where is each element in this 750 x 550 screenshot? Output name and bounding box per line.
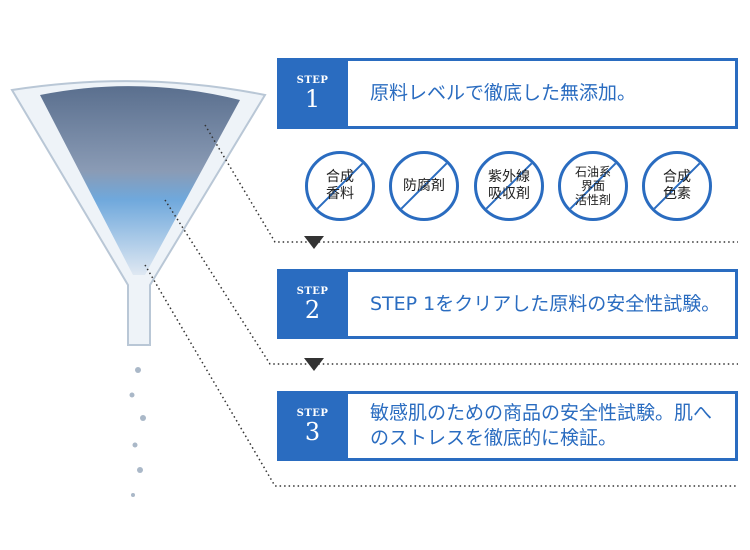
- step-number: 2: [304, 295, 321, 324]
- badge-text: 石油系 界面 活性剤: [574, 165, 611, 207]
- free-of-badge: 合成 香料: [305, 151, 375, 221]
- step-text: 敏感肌のための商品の安全性試験。肌へのストレスを徹底的に検証。: [370, 402, 713, 449]
- free-of-badge: 合成 色素: [642, 151, 712, 221]
- step-label: STEP: [296, 75, 329, 86]
- badge-text: 合成 色素: [663, 169, 691, 202]
- water-drops: [129, 367, 146, 497]
- free-of-badge: 防腐剤: [389, 151, 459, 221]
- step-label: STEP: [296, 285, 329, 297]
- step-label: STEP: [296, 407, 329, 419]
- arrow-down-icon: [304, 236, 324, 249]
- free-of-badge: 石油系 界面 活性剤: [558, 151, 628, 221]
- funnel-beads: [40, 86, 240, 275]
- arrow-down-icon: [304, 358, 324, 371]
- badge-text: 紫外線 吸収剤: [488, 169, 530, 202]
- step-number: 1: [304, 85, 321, 113]
- dotted-connectors: [144, 124, 738, 487]
- step-number: 3: [304, 417, 321, 446]
- step-text: 原料レベルで徹底した無添加。: [370, 82, 637, 104]
- step-text: STEP 1をクリアした原料の安全性試験。: [370, 292, 721, 315]
- free-of-badge: 紫外線 吸収剤: [474, 151, 544, 221]
- badge-text: 防腐剤: [403, 177, 445, 194]
- badge-text: 合成 香料: [326, 169, 354, 202]
